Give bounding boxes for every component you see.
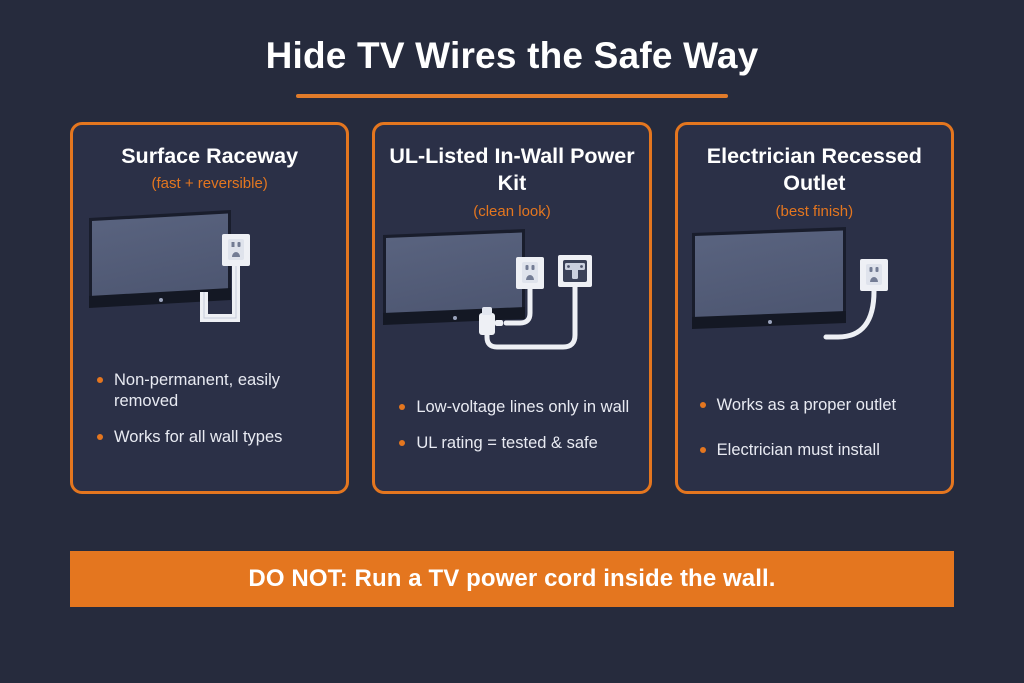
- warning-banner-text: DO NOT: Run a TV power cord inside the w…: [248, 565, 776, 592]
- tv-led-icon: [159, 297, 163, 302]
- wall-outlet-plate: [516, 257, 545, 290]
- card-header: UL-Listed In-Wall Power Kit (clean look): [375, 125, 648, 222]
- list-item: Works for all wall types: [97, 427, 332, 449]
- tv-screen: [694, 230, 843, 322]
- tv-raceway-svg: [89, 209, 250, 322]
- power-brick: [479, 307, 504, 336]
- tv-base: [89, 287, 231, 308]
- title-underline-rule: [296, 93, 728, 98]
- tv-led-icon: [767, 320, 772, 325]
- wall-outlet-plate: [222, 233, 250, 266]
- card-bullet-list: Works as a proper outlet Electrician mus…: [678, 377, 951, 490]
- raceway-outline: [203, 263, 237, 319]
- power-cable-right: [484, 284, 578, 350]
- tv-power-kit-svg: [383, 229, 593, 350]
- power-cable-left: [503, 284, 533, 326]
- card-bullet-list: Low-voltage lines only in wall UL rating…: [375, 377, 648, 490]
- list-item: Non-permanent, easily removed: [97, 370, 332, 414]
- card-surface-raceway[interactable]: Surface Raceway (fast + reversible): [70, 121, 350, 494]
- card-bullet-list: Non-permanent, easily removed Works for …: [73, 350, 346, 491]
- card-title: UL-Listed In-Wall Power Kit: [389, 143, 635, 196]
- illustration-tv-with-inwall-power-kit: [375, 227, 648, 377]
- card-header: Surface Raceway (fast + reversible): [73, 125, 346, 194]
- recessed-bracket-plate: [558, 255, 593, 288]
- card-ul-listed-in-wall-power-kit[interactable]: UL-Listed In-Wall Power Kit (clean look): [372, 121, 652, 494]
- list-item: Electrician must install: [699, 440, 937, 462]
- warning-banner: DO NOT: Run a TV power cord inside the w…: [70, 551, 954, 607]
- card-subtitle: (clean look): [473, 202, 551, 220]
- list-item: Works as a proper outlet: [699, 395, 937, 417]
- power-cable: [823, 288, 877, 340]
- card-title: Electrician Recessed Outlet: [706, 143, 922, 196]
- tv-led-icon: [453, 316, 458, 321]
- card-electrician-recessed-outlet[interactable]: Electrician Recessed Outlet (best finish…: [674, 121, 954, 494]
- options-card-row: Surface Raceway (fast + reversible): [0, 98, 1024, 494]
- list-item: Low-voltage lines only in wall: [399, 397, 634, 419]
- illustration-tv-with-surface-raceway: [73, 200, 346, 350]
- illustration-tv-with-recessed-outlet: [678, 227, 951, 377]
- card-header: Electrician Recessed Outlet (best finish…: [678, 125, 951, 222]
- wall-outlet-plate: [859, 259, 888, 292]
- card-subtitle: (best finish): [775, 202, 854, 220]
- tv-screen: [386, 232, 523, 318]
- tv-screen: [92, 213, 228, 300]
- title-block: Hide TV Wires the Safe Way: [0, 0, 1024, 98]
- page-title: Hide TV Wires the Safe Way: [265, 35, 759, 76]
- card-subtitle: (fast + reversible): [151, 175, 268, 193]
- tv-recessed-outlet-svg: [691, 227, 888, 340]
- card-title: Surface Raceway: [121, 143, 299, 168]
- tv-base: [691, 311, 846, 330]
- list-item: UL rating = tested & safe: [399, 433, 634, 455]
